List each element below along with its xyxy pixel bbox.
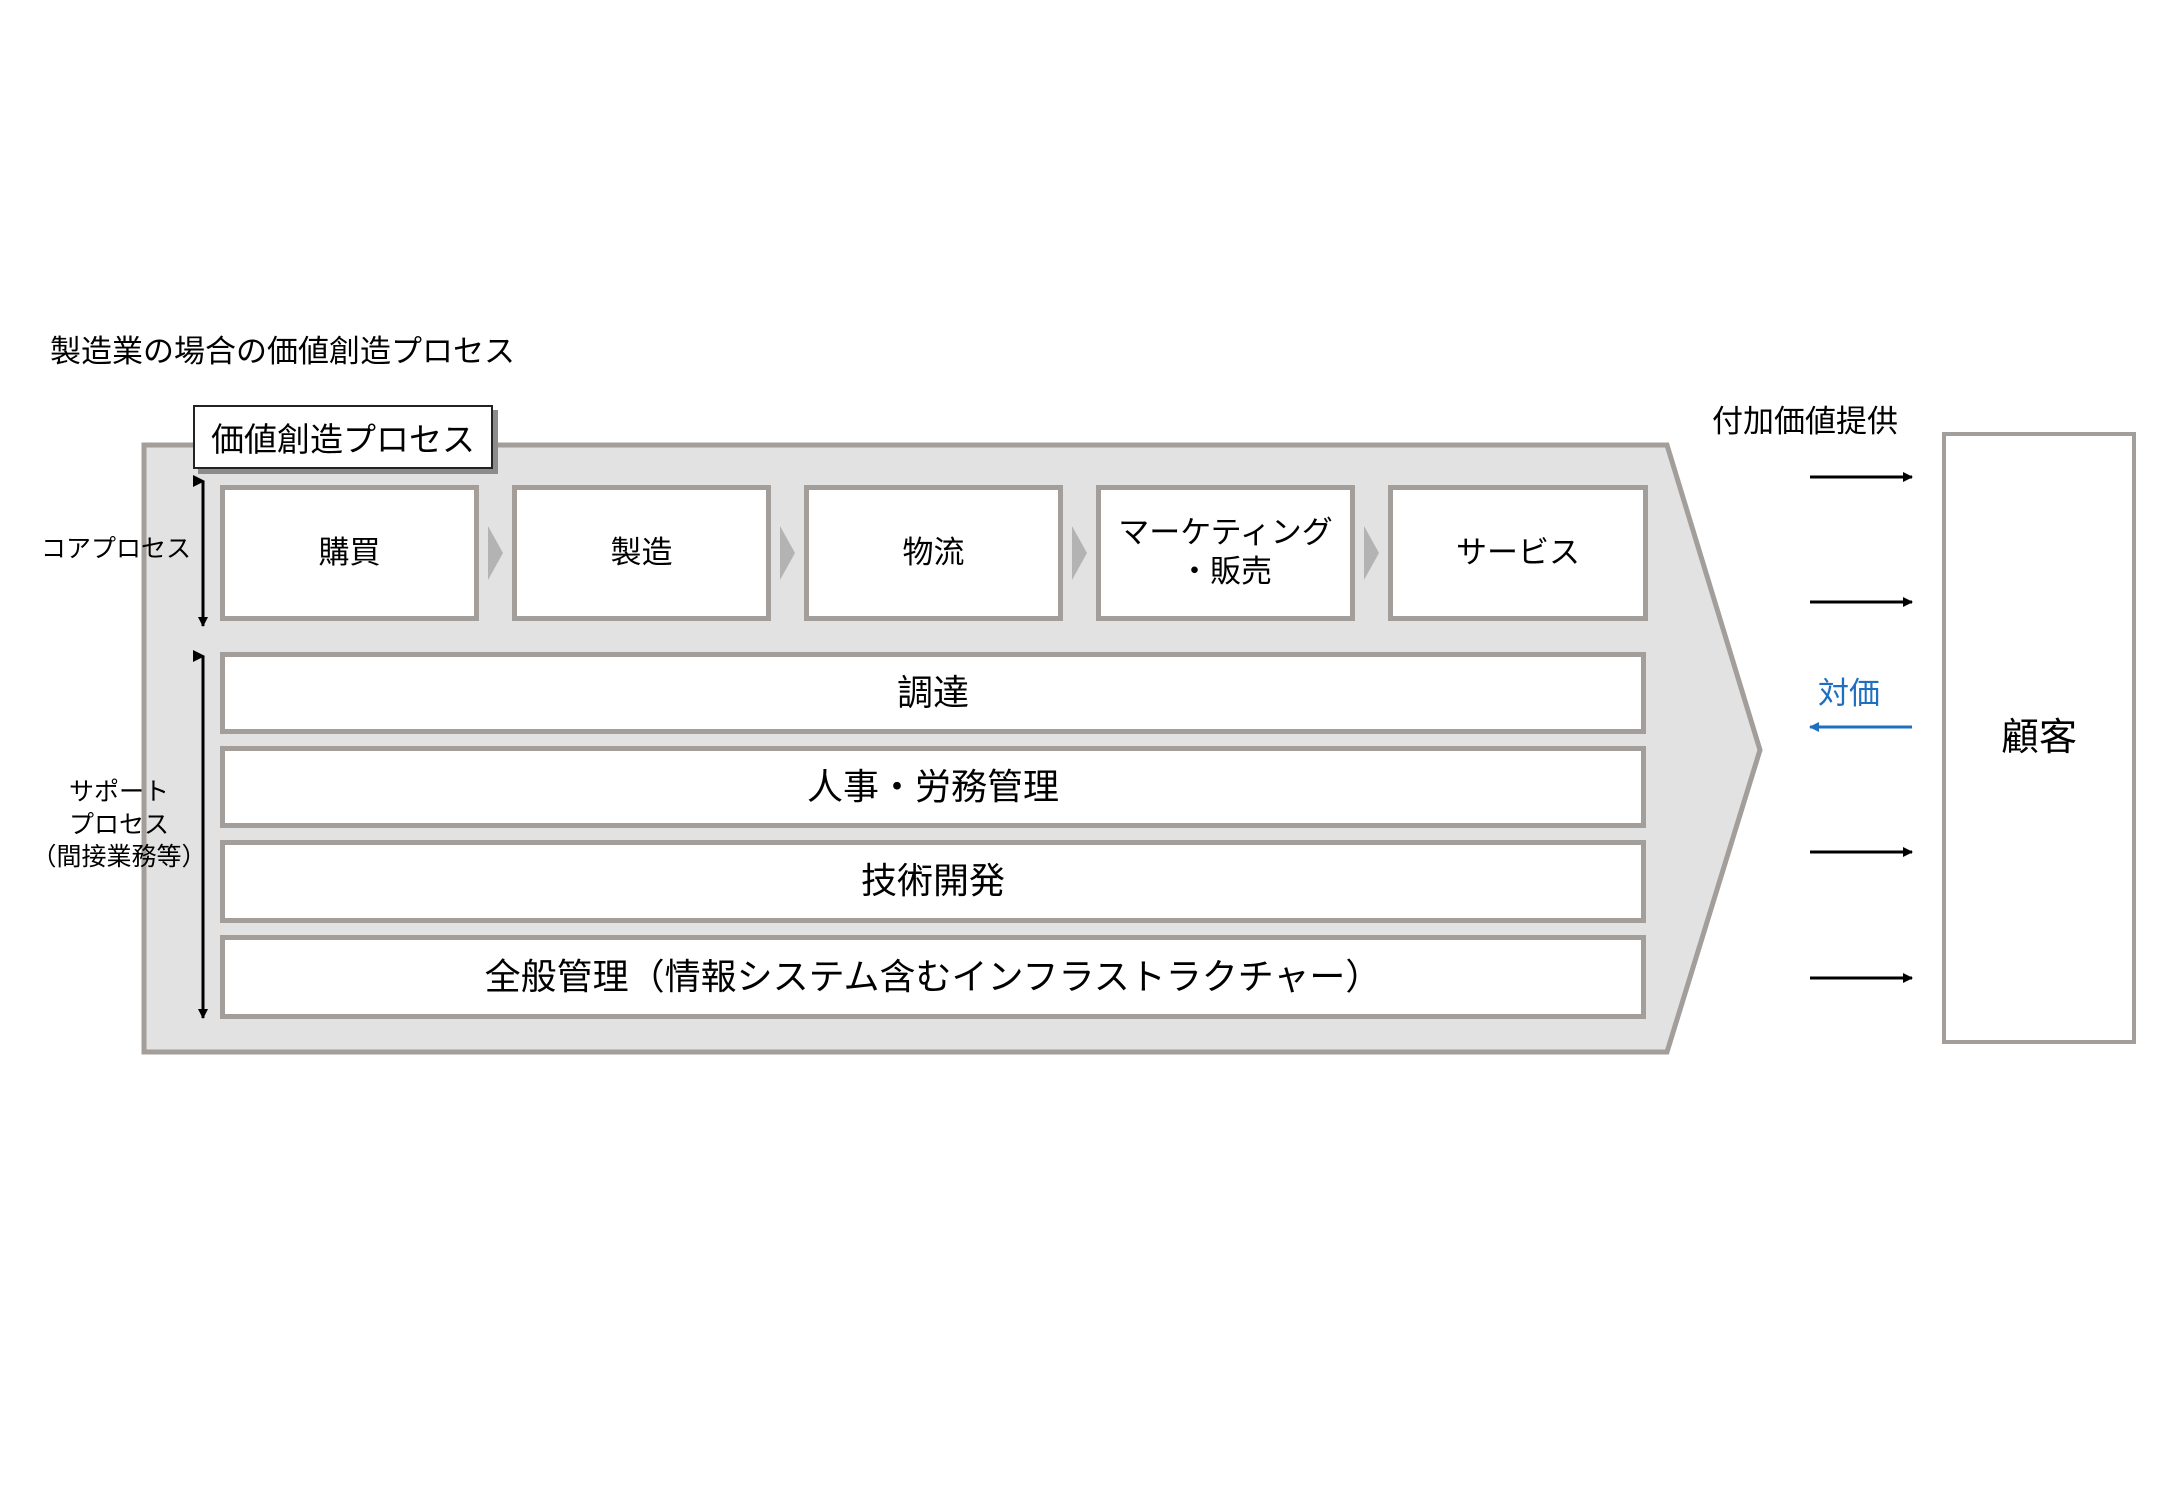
core-process-box: 製造 bbox=[512, 485, 771, 621]
support-process-label: サポート プロセス （間接業務等） bbox=[31, 777, 207, 871]
chevron-icon bbox=[1072, 526, 1087, 580]
core-process-box: マーケティング ・販売 bbox=[1096, 485, 1355, 621]
payment-label: 対価 bbox=[1818, 676, 1880, 712]
chevron-icon bbox=[1364, 526, 1379, 580]
value-provision-label: 付加価値提供 bbox=[1712, 404, 1898, 440]
frame-label: 価値創造プロセス bbox=[193, 405, 493, 469]
core-process-box: サービス bbox=[1388, 485, 1648, 621]
support-process-box: 人事・労務管理 bbox=[220, 746, 1646, 828]
customer-box: 顧客 bbox=[1942, 432, 2136, 1044]
core-process-box: 購買 bbox=[220, 485, 479, 621]
support-process-box: 調達 bbox=[220, 652, 1646, 734]
core-process-label: コアプロセス bbox=[40, 534, 191, 563]
diagram-title: 製造業の場合の価値創造プロセス bbox=[50, 334, 515, 370]
chevron-icon bbox=[780, 526, 795, 580]
support-process-box: 技術開発 bbox=[220, 840, 1646, 923]
support-process-box: 全般管理（情報システム含むインフラストラクチャー） bbox=[220, 935, 1646, 1019]
core-process-box: 物流 bbox=[804, 485, 1063, 621]
chevron-icon bbox=[488, 526, 503, 580]
